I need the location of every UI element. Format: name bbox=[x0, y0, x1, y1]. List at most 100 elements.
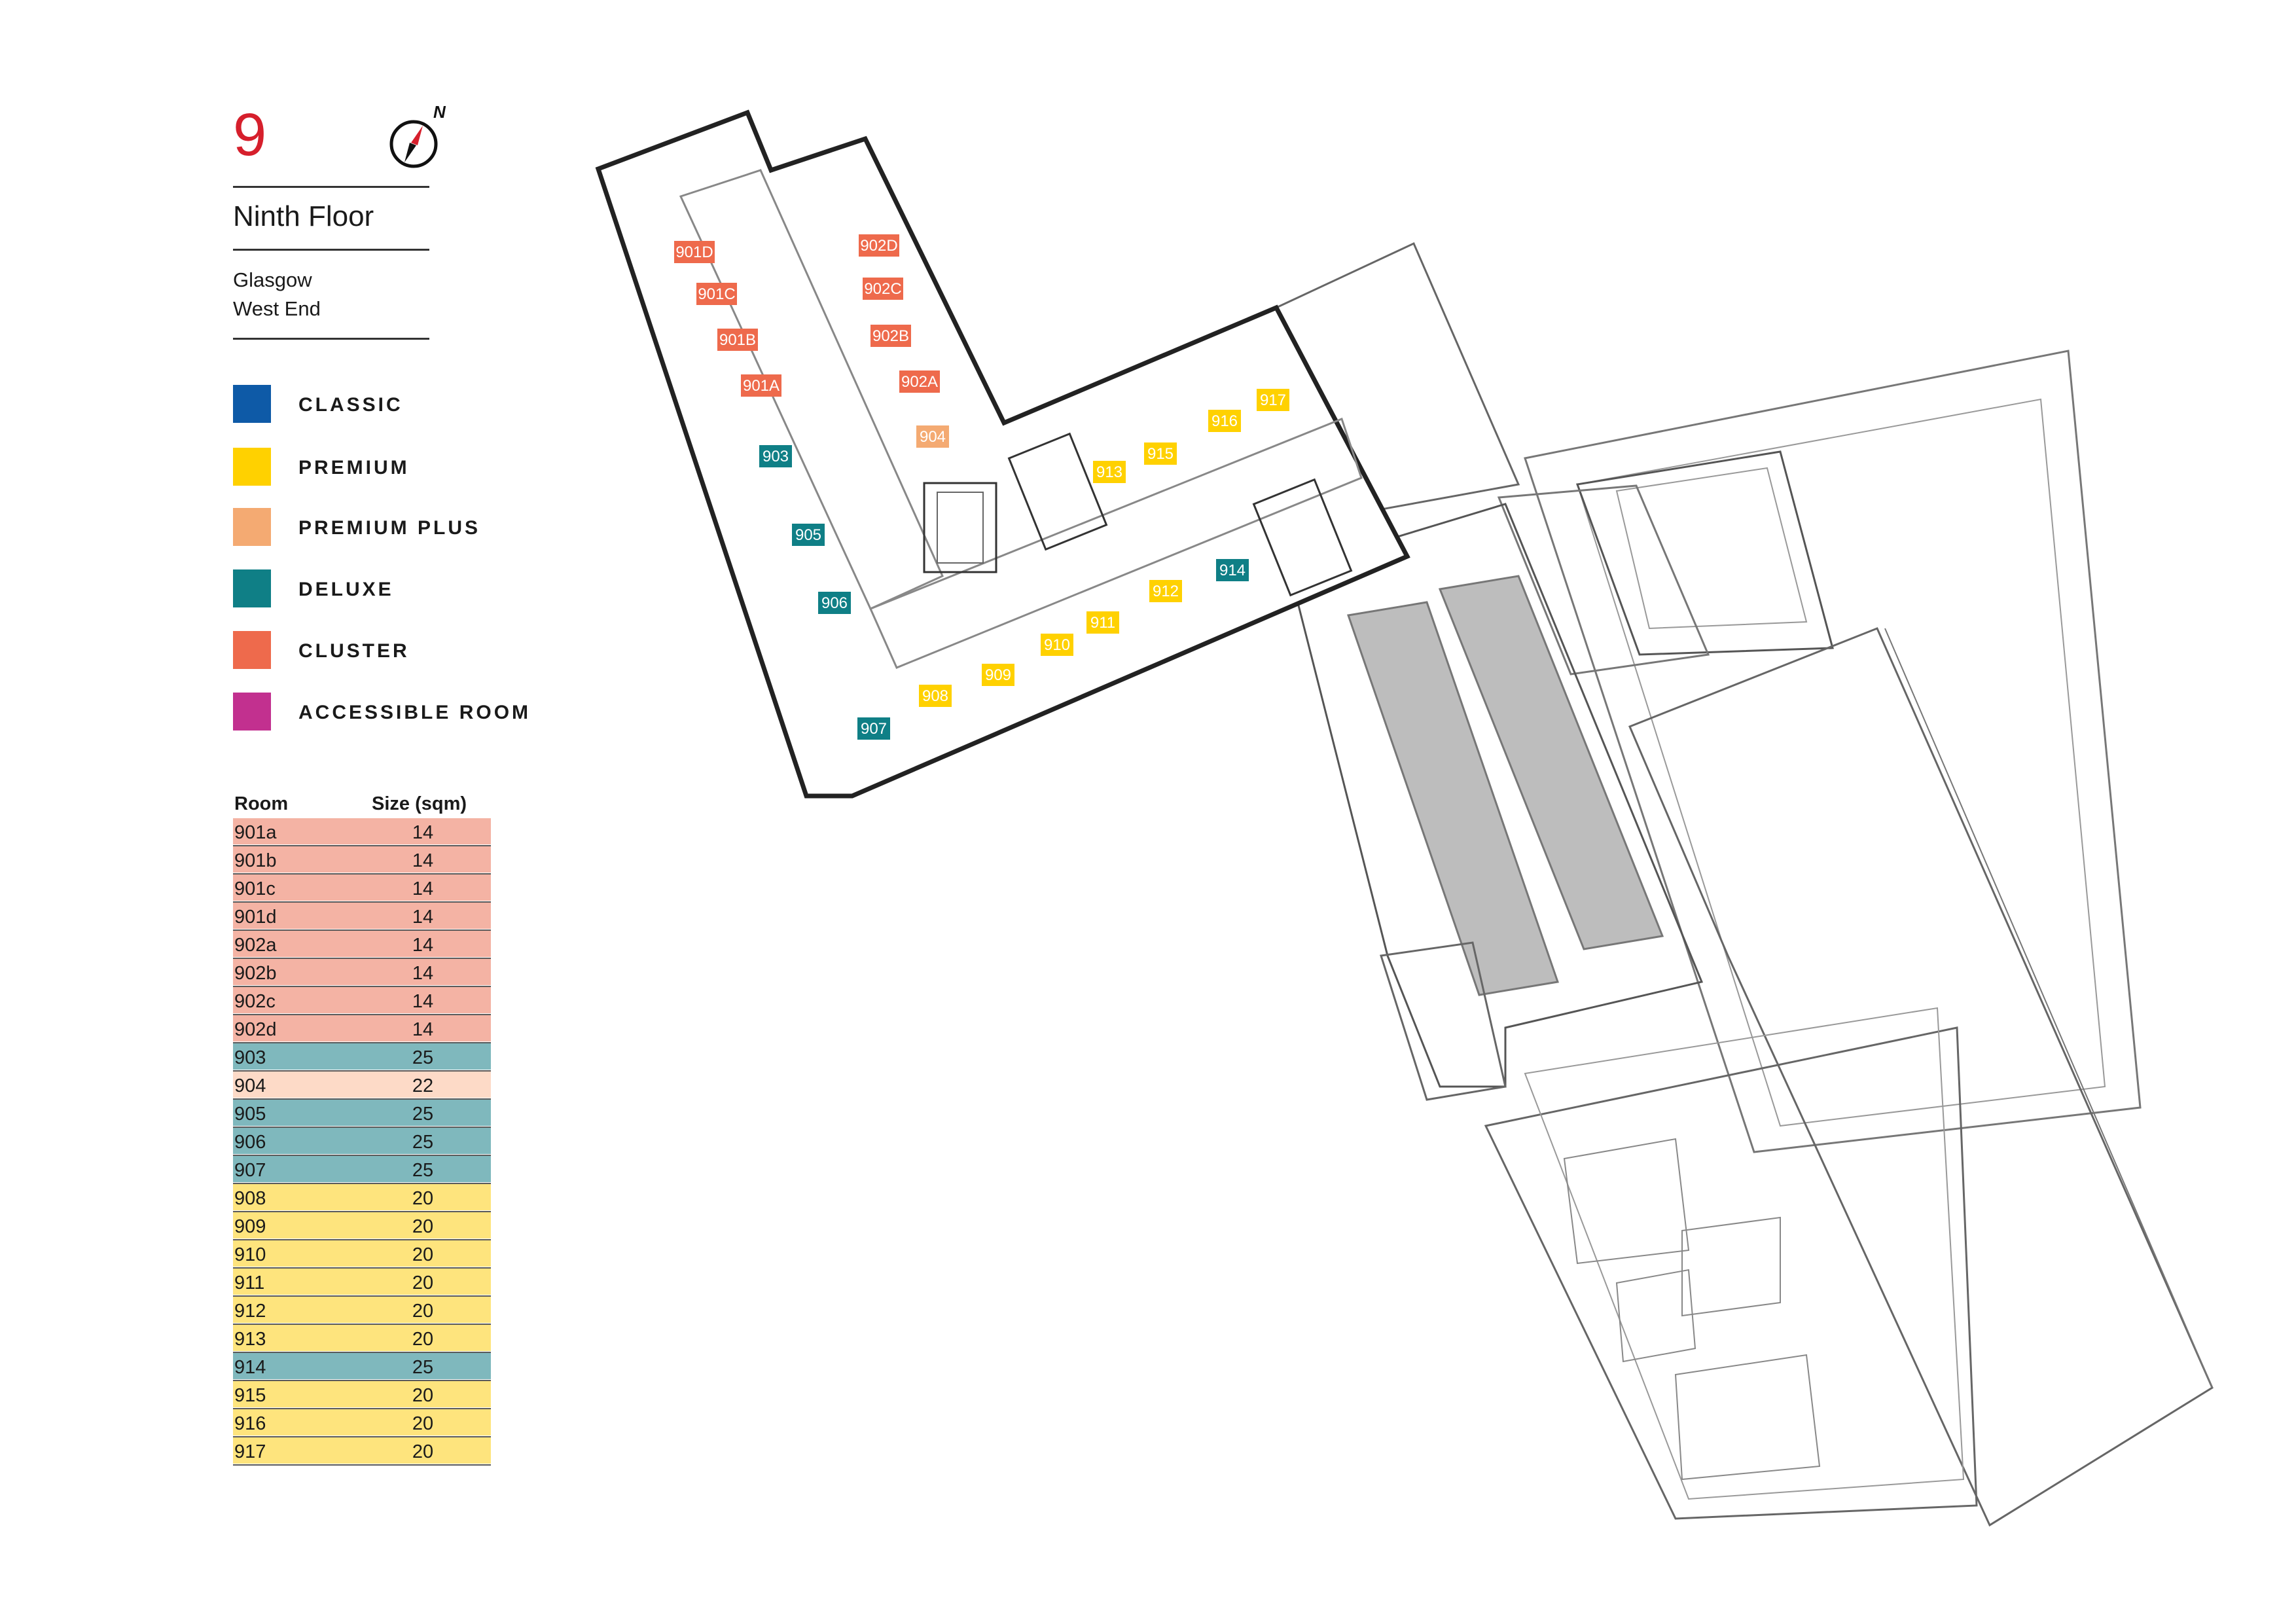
room-number-cell: 902d bbox=[234, 1019, 277, 1040]
room-marker-901d bbox=[674, 241, 715, 263]
room-label: 917 bbox=[1260, 391, 1286, 409]
room-label: 916 bbox=[1211, 412, 1238, 430]
room-label: 902C bbox=[864, 280, 901, 298]
divider bbox=[233, 338, 429, 340]
room-number-cell: 902b bbox=[234, 963, 277, 984]
room-size-cell: 20 bbox=[412, 1244, 434, 1265]
room-size-cell: 20 bbox=[412, 1441, 434, 1462]
room-size-cell: 25 bbox=[412, 1160, 434, 1181]
room-marker-901b bbox=[717, 329, 758, 351]
room-marker-904 bbox=[916, 425, 949, 448]
room-marker-907 bbox=[857, 717, 890, 740]
room-label: 912 bbox=[1153, 583, 1179, 600]
room-size-cell: 20 bbox=[412, 1188, 434, 1209]
room-size-cell: 25 bbox=[412, 1132, 434, 1153]
row-divider bbox=[233, 1239, 491, 1240]
room-marker-917 bbox=[1257, 389, 1289, 411]
room-marker-906 bbox=[818, 592, 851, 614]
divider bbox=[233, 249, 429, 251]
room-label: 910 bbox=[1044, 636, 1070, 654]
legend-swatch bbox=[233, 569, 271, 607]
legend-label: PREMIUM bbox=[298, 457, 410, 478]
legend-item-cluster: CLUSTER bbox=[233, 631, 534, 670]
room-label: 909 bbox=[985, 666, 1011, 684]
room-label: 915 bbox=[1147, 445, 1174, 463]
room-size-cell: 14 bbox=[412, 963, 434, 984]
room-number-cell: 902c bbox=[234, 991, 276, 1012]
room-size-cell: 20 bbox=[412, 1385, 434, 1406]
room-marker-902d bbox=[859, 234, 899, 257]
room-marker-916 bbox=[1208, 410, 1241, 432]
room-number-cell: 911 bbox=[234, 1272, 265, 1293]
row-divider bbox=[233, 958, 491, 959]
room-marker-903 bbox=[759, 445, 792, 467]
room-number-cell: 905 bbox=[234, 1104, 266, 1125]
legend-swatch bbox=[233, 385, 271, 423]
table-row: 907 25 bbox=[233, 1156, 491, 1184]
row-divider bbox=[233, 873, 491, 875]
room-marker-914 bbox=[1216, 559, 1249, 581]
room-number-cell: 907 bbox=[234, 1160, 266, 1181]
row-divider bbox=[233, 1070, 491, 1072]
table-row: 908 20 bbox=[233, 1184, 491, 1212]
room-number-cell: 903 bbox=[234, 1047, 266, 1068]
room-label: 902A bbox=[901, 373, 938, 391]
legend-swatch bbox=[233, 448, 271, 486]
room-number-cell: 915 bbox=[234, 1385, 266, 1406]
room-size-cell: 25 bbox=[412, 1047, 434, 1068]
room-number-cell: 902a bbox=[234, 935, 277, 956]
room-number-cell: 908 bbox=[234, 1188, 266, 1209]
room-size-cell: 25 bbox=[412, 1357, 434, 1378]
room-marker-912 bbox=[1149, 580, 1182, 602]
size-column-header: Size (sqm) bbox=[372, 793, 467, 814]
row-divider bbox=[233, 901, 491, 903]
room-label: 904 bbox=[920, 428, 946, 446]
room-size-cell: 20 bbox=[412, 1301, 434, 1322]
room-marker-902a bbox=[899, 370, 940, 393]
row-divider bbox=[233, 1408, 491, 1409]
room-label: 906 bbox=[821, 594, 848, 612]
room-marker-908 bbox=[919, 685, 952, 707]
legend-swatch bbox=[233, 693, 271, 731]
room-label: 908 bbox=[922, 687, 948, 705]
room-number-cell: 914 bbox=[234, 1357, 266, 1378]
row-divider bbox=[233, 1014, 491, 1015]
room-label: 901D bbox=[675, 244, 713, 261]
row-divider bbox=[233, 1183, 491, 1184]
room-label: 911 bbox=[1090, 614, 1115, 632]
row-divider bbox=[233, 1295, 491, 1297]
room-size-cell: 14 bbox=[412, 822, 434, 843]
row-divider bbox=[233, 1211, 491, 1212]
legend-item-accessible: ACCESSIBLE ROOM bbox=[233, 693, 534, 732]
table-row: 902b 14 bbox=[233, 959, 491, 987]
table-header: Room Size (sqm) bbox=[233, 793, 491, 818]
legend-item-premium-plus: PREMIUM PLUS bbox=[233, 508, 534, 547]
building-outline bbox=[595, 109, 1410, 799]
room-marker-901a bbox=[741, 374, 781, 397]
room-label: 902B bbox=[872, 327, 909, 345]
room-number-cell: 913 bbox=[234, 1329, 266, 1350]
room-label: 907 bbox=[861, 720, 887, 738]
room-marker-905 bbox=[792, 524, 825, 546]
room-size-cell: 14 bbox=[412, 878, 434, 899]
legend-swatch bbox=[233, 631, 271, 669]
room-marker-910 bbox=[1041, 634, 1073, 656]
table-row: 914 25 bbox=[233, 1353, 491, 1381]
room-number-cell: 909 bbox=[234, 1216, 266, 1237]
room-number-cell: 916 bbox=[234, 1413, 266, 1434]
room-number-cell: 901b bbox=[234, 850, 277, 871]
room-label: 914 bbox=[1219, 562, 1246, 579]
room-number-cell: 901a bbox=[234, 822, 277, 843]
